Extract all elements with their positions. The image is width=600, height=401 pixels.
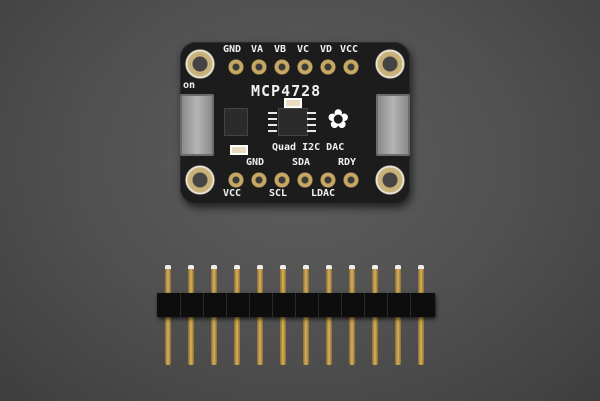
strip-segment-line [387,293,388,317]
strip-segment-line [272,293,273,317]
pin-label-top: VC [297,44,310,55]
chip-lead [268,130,277,132]
pin-label-bottom: LDAC [311,188,336,199]
stemma-qt-connector-left [180,94,214,156]
chip-lead [307,112,316,114]
solder-pad [343,172,359,188]
power-led-label: on [183,80,196,91]
chip-lead [307,118,316,120]
solder-pad [251,172,267,188]
solder-pad [320,59,336,75]
solder-pad [274,59,290,75]
pin-label-top: VA [251,44,264,55]
board-subtitle: Quad I2C DAC [272,142,345,153]
solder-pad [297,172,313,188]
strip-segment-line [295,293,296,317]
solder-pad [251,59,267,75]
pin-label-bottom: SDA [292,157,311,168]
pin-label-bottom: VCC [223,188,242,199]
chip-lead [268,112,277,114]
mcp4728-chip [278,108,308,136]
pin-label-top: VB [274,44,287,55]
pin-label-top: VD [320,44,333,55]
adafruit-logo-icon: ✿ [328,97,349,137]
chip-lead [268,118,277,120]
strip-segment-line [203,293,204,317]
solder-pad [343,59,359,75]
strip-segment-line [249,293,250,317]
header-plastic-strip [157,293,435,317]
power-led [230,145,248,155]
strip-segment-line [341,293,342,317]
pin-label-bottom: RDY [338,157,357,168]
mounting-hole [185,49,215,79]
chip-lead [307,130,316,132]
pin-header-strip [157,263,435,373]
stemma-qt-connector-right [376,94,410,156]
strip-segment-line [410,293,411,317]
pin-label-top: GND [223,44,242,55]
strip-segment-line [364,293,365,317]
smd-led [284,98,302,108]
strip-segment-line [226,293,227,317]
chip-lead [307,124,316,126]
mounting-hole [375,165,405,195]
pin-label-bottom: GND [246,157,265,168]
solder-pad [320,172,336,188]
pin-label-bottom: SCL [269,188,288,199]
solder-pad [297,59,313,75]
strip-segment-line [180,293,181,317]
level-shifter-chip [224,108,248,136]
mounting-hole [185,165,215,195]
strip-segment-line [318,293,319,317]
mcp4728-breakout-board: GND VA VB VC VD VCC MCP4728 on ✿ [180,42,410,204]
chip-lead [268,124,277,126]
solder-pad [228,59,244,75]
pin-label-top: VCC [340,44,359,55]
solder-pad [228,172,244,188]
board-title: MCP4728 [251,82,322,100]
mounting-hole [375,49,405,79]
solder-pad [274,172,290,188]
